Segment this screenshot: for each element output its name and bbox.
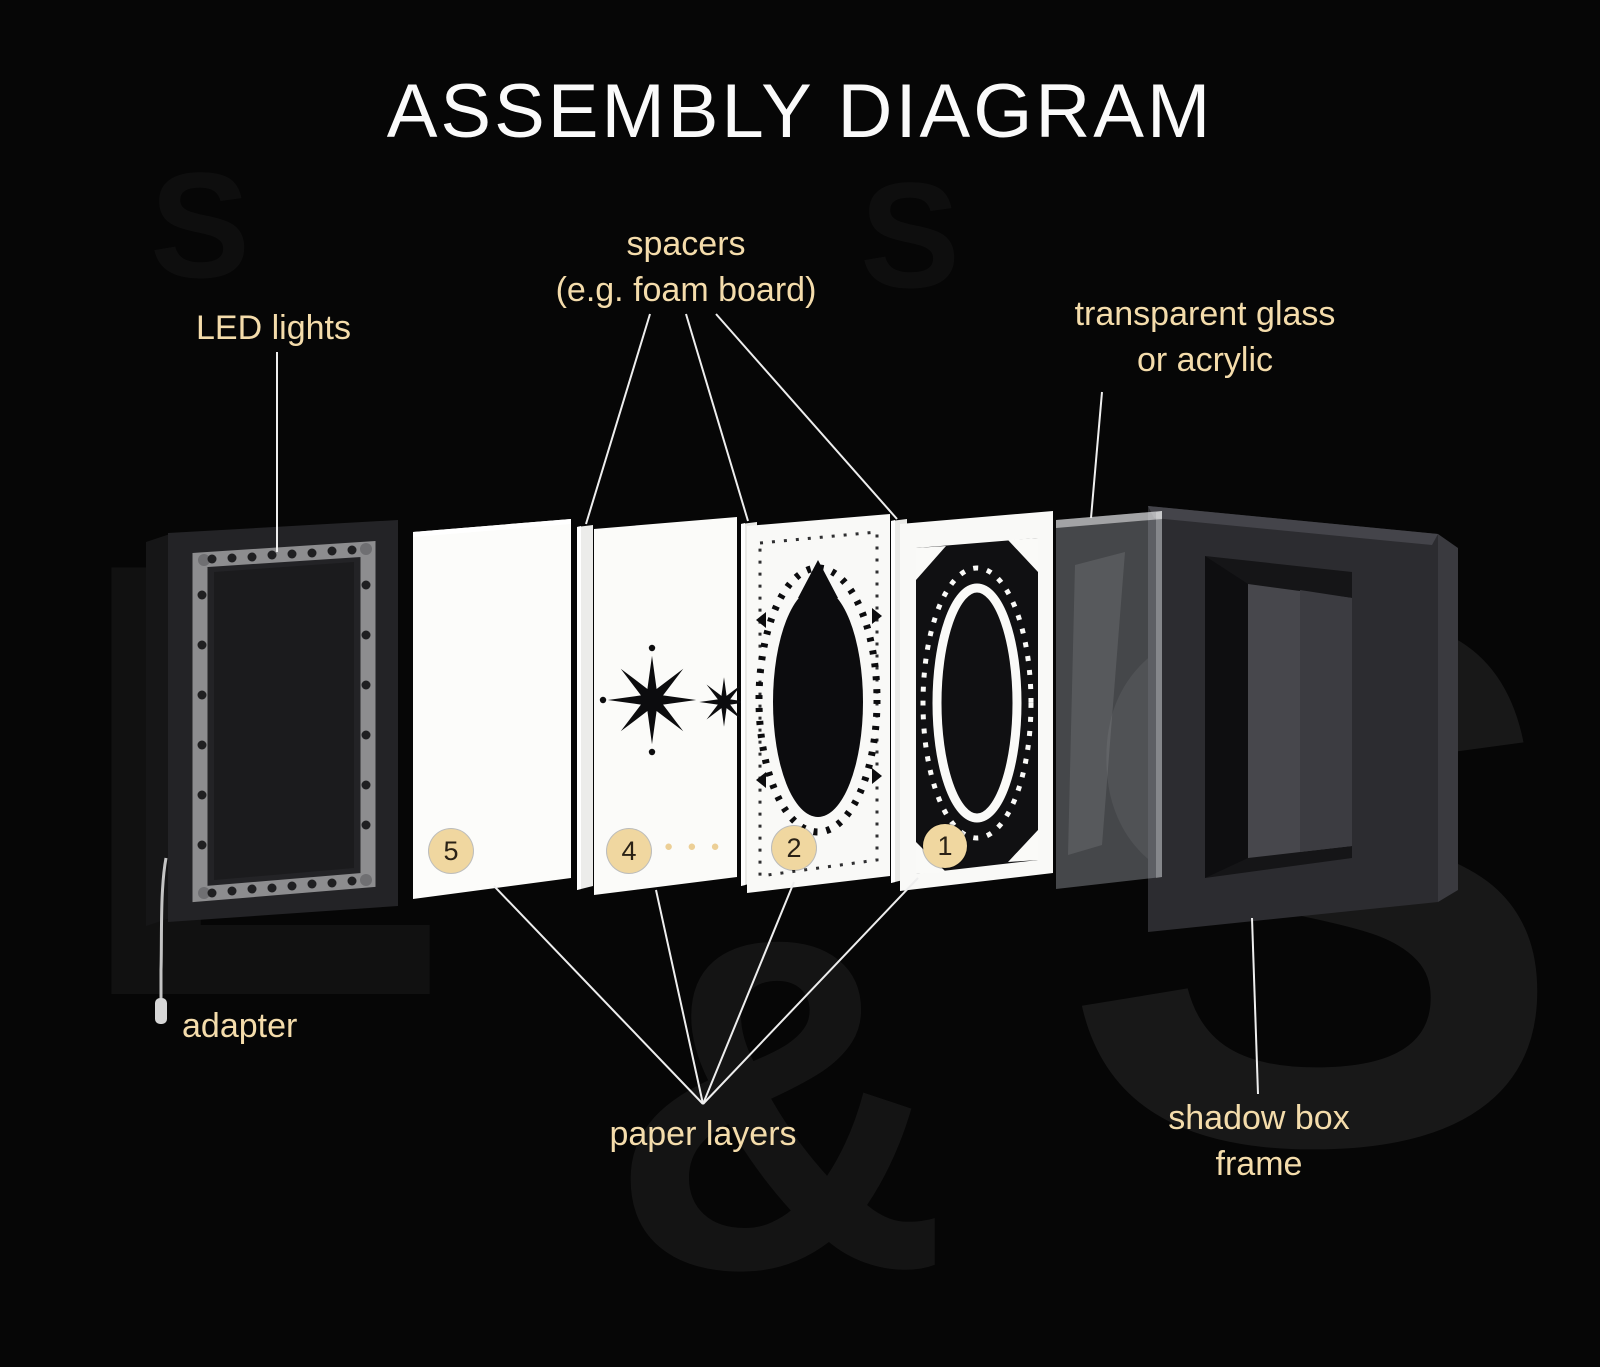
led-panel-graphic [146,520,398,1024]
page-title: ASSEMBLY DIAGRAM [386,69,1214,154]
paper-layer-1-graphic [900,511,1053,891]
leader-paper-3 [702,881,795,1105]
leader-spacer-right [715,313,898,520]
snowflake-cutout [607,655,697,745]
leader-paper-4 [702,877,919,1105]
watermark-letter-ampersand: & [610,842,950,1367]
label-shadow-box-line2: frame [1215,1144,1303,1183]
label-spacers-line1: spacers [626,225,746,263]
label-spacers-line2: (e.g. foam board) [555,270,817,309]
exploded-view-illustration [146,313,1458,1105]
label-spacers: spacers (e.g. foam board) [500,222,872,313]
paper-layer-2-graphic [747,514,890,893]
spacer-strip-1 [577,525,593,890]
leader-lines [276,313,1259,1105]
snowflake-cutout-small [699,677,749,727]
label-shadow-box-frame: shadow box frame [1100,1096,1418,1187]
adapter-plug [155,998,167,1024]
glass-pane-graphic [1056,511,1162,889]
label-led-lights: LED lights [196,309,351,347]
layer-number-badge-1: 1 [923,824,967,868]
label-paper-layers: paper layers [609,1115,797,1153]
assembly-diagram-page: L & S S S [70,69,1567,1340]
label-shadow-box-line1: shadow box [1168,1099,1350,1137]
led-dots [197,545,371,898]
leader-spacer-middle [685,313,749,522]
paper-layer-4-graphic [594,517,749,895]
leader-shadow-box [1251,917,1259,1095]
label-glass-line1: transparent glass [1074,295,1336,333]
label-adapter: adapter [182,1007,298,1045]
layer-number-badge-5: 5 [429,829,473,873]
leader-paper-1 [493,885,704,1105]
adapter-wire [159,857,168,1000]
layer-number-badge-4: 4 [607,829,651,873]
label-glass-line2: or acrylic [1136,340,1274,379]
leader-spacer-left [585,313,651,525]
hidden-layers-dots: ● ● ● [664,838,725,855]
label-transparent-glass: transparent glass or acrylic [1000,292,1410,383]
leader-paper-2 [655,889,704,1105]
paper-layer-5-graphic [413,519,571,899]
layer-number-badge-2: 2 [772,826,816,870]
leader-glass [1090,391,1103,519]
shadow-box-frame-graphic [1148,506,1458,932]
